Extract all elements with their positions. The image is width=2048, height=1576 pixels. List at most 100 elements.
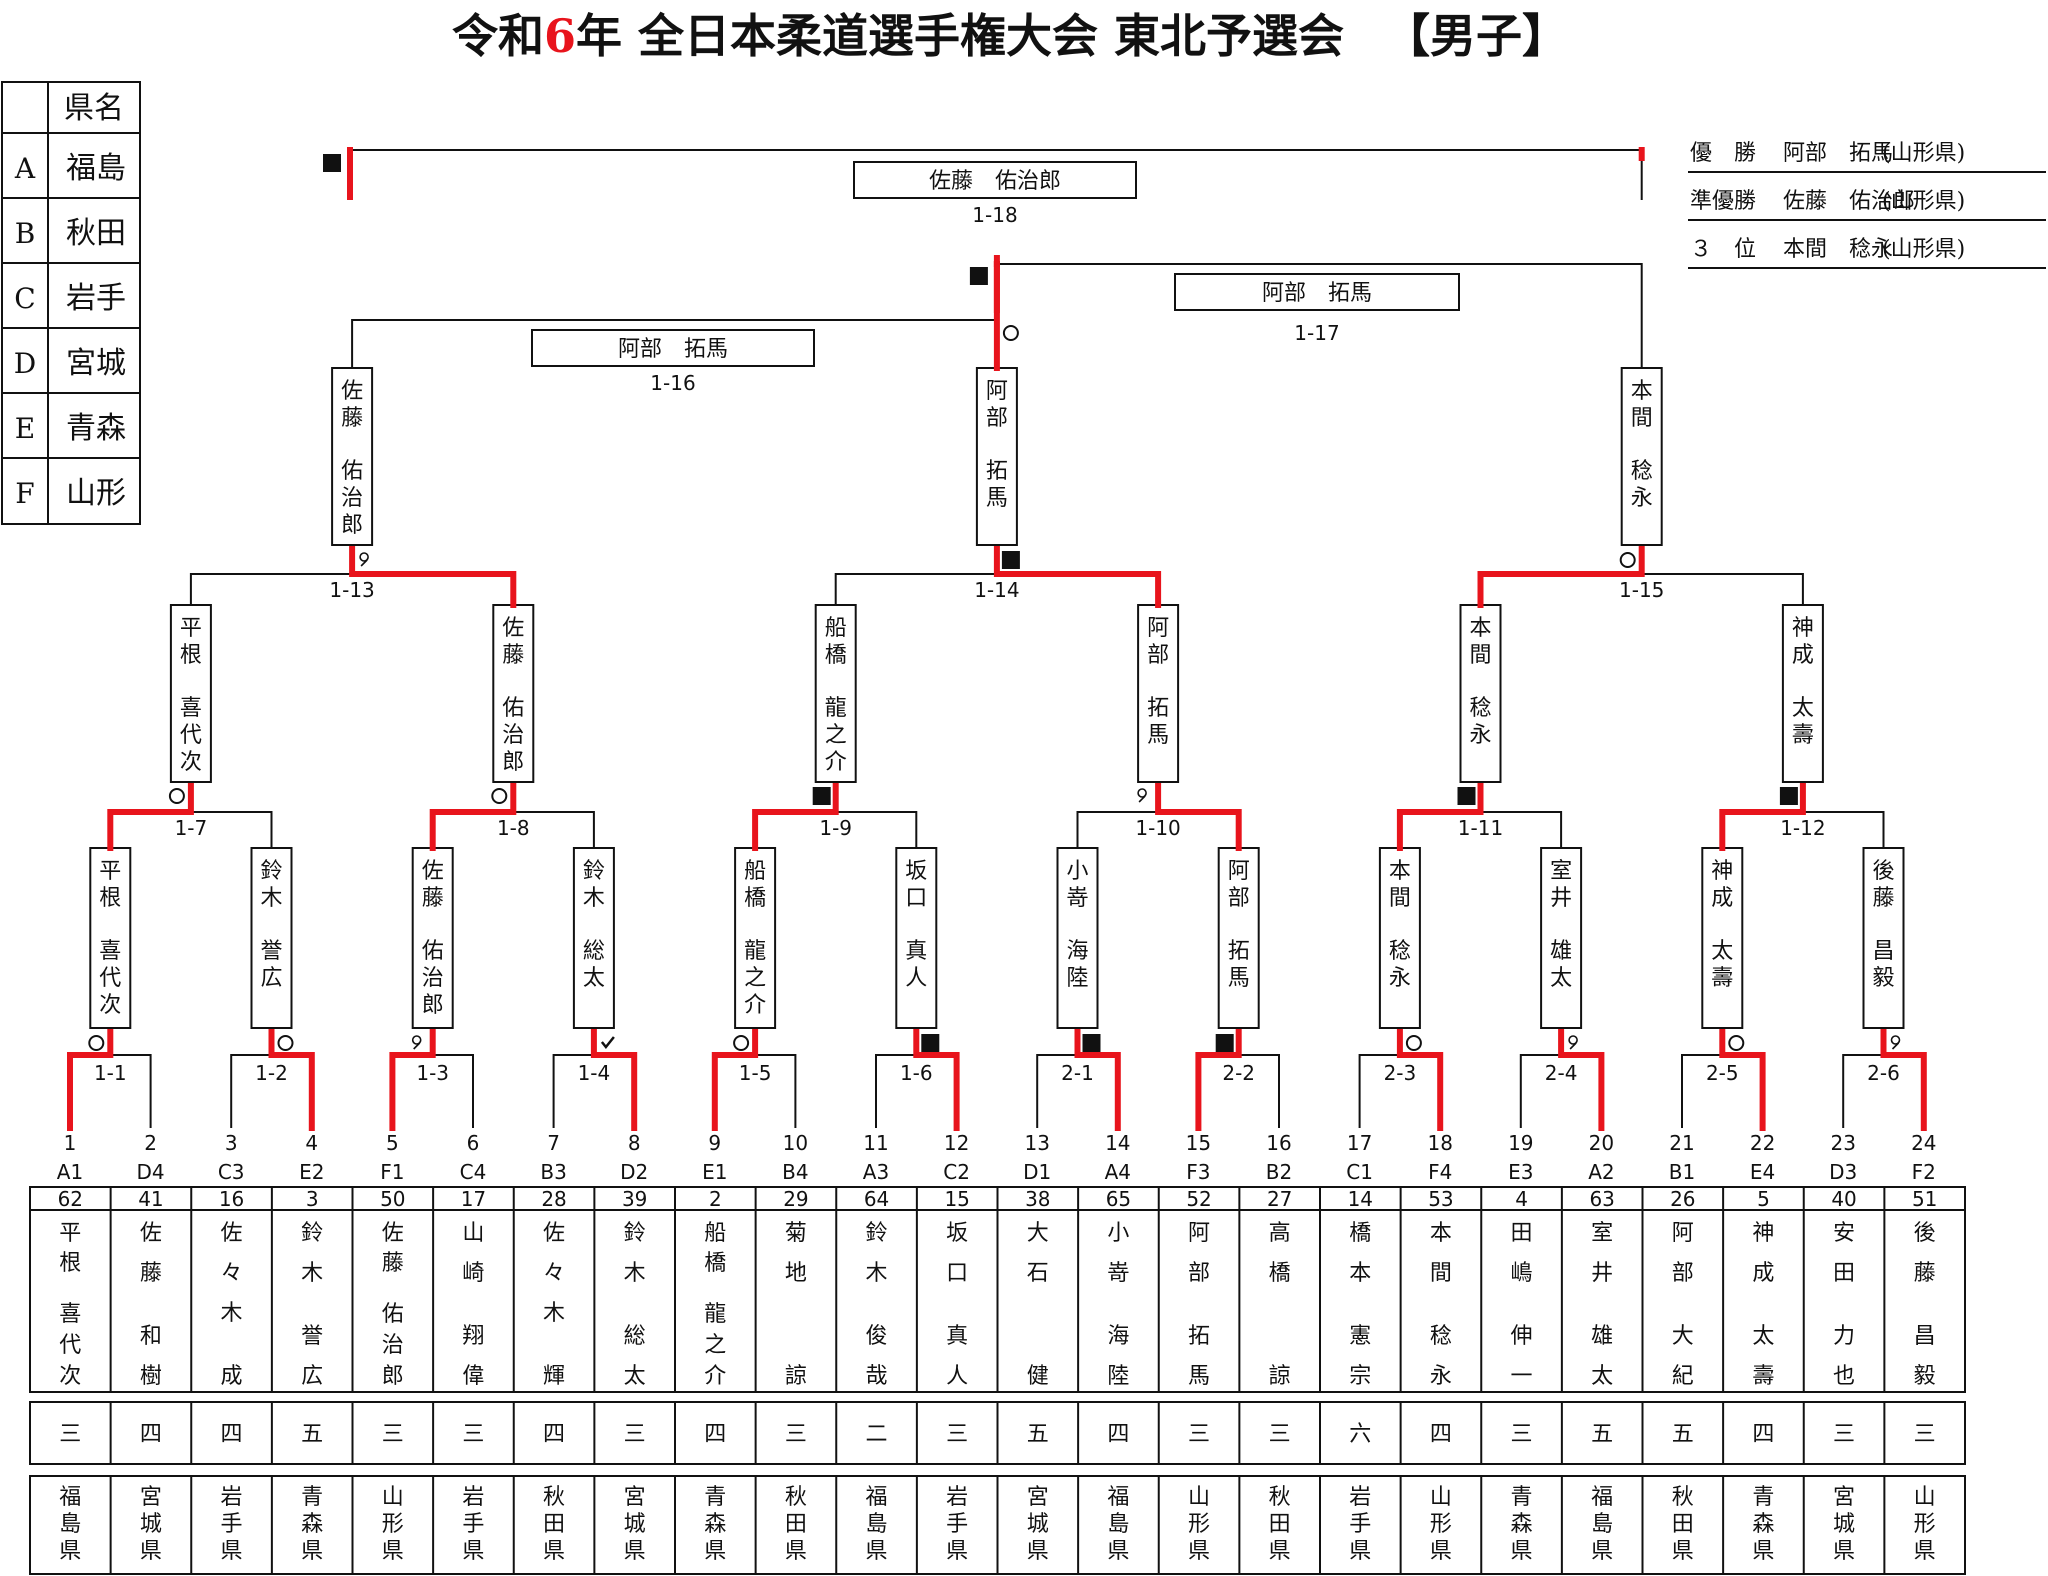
competitor-pref-char: 県 xyxy=(1430,1539,1452,1564)
competitor-pref-char: 島 xyxy=(59,1512,81,1537)
slot-number: 11 xyxy=(863,1131,888,1155)
competitor-name-char: 山 xyxy=(462,1221,484,1246)
result-pref: (山形県) xyxy=(1882,189,1965,214)
result-label: ３ 位 xyxy=(1690,237,1756,262)
competitor-pref-char: 島 xyxy=(1591,1512,1613,1537)
winner-name-char: 佐 xyxy=(422,859,444,884)
slot-seed: F3 xyxy=(1186,1160,1210,1184)
slot-seed: E3 xyxy=(1508,1160,1533,1184)
bracket-line xyxy=(230,1054,272,1128)
competitor-pref-char: 宮 xyxy=(1027,1485,1049,1510)
competitor-name-char: 鈴 xyxy=(624,1221,646,1246)
competitor-pref-char: 形 xyxy=(1430,1512,1452,1537)
competitor-dan: 三 xyxy=(1269,1422,1291,1447)
bracket-line xyxy=(1519,1054,1562,1128)
competitor-number: 39 xyxy=(622,1187,647,1211)
winner-name-char: 治 xyxy=(502,723,524,748)
winner-path xyxy=(590,1025,638,1131)
slot-seed: C2 xyxy=(943,1160,970,1184)
slot-number: 4 xyxy=(305,1131,318,1155)
win-mark-ippon xyxy=(1002,325,1019,341)
winner-name-char: 龍 xyxy=(744,939,766,964)
match-id: 1-13 xyxy=(329,578,374,602)
winner-path xyxy=(268,1025,315,1131)
competitor-number: 41 xyxy=(138,1187,163,1211)
slot-number: 13 xyxy=(1024,1131,1049,1155)
win-mark-fusen xyxy=(921,1034,940,1052)
competitor-number: 51 xyxy=(1912,1187,1937,1211)
competitor-name-char: 代 xyxy=(59,1333,81,1358)
competitor-pref-char: 秋 xyxy=(785,1485,807,1510)
slot-seed: C3 xyxy=(218,1160,245,1184)
results-summary: 優 勝阿部 拓馬(山形県)準優勝佐藤 佑治郎(山形県)３ 位本間 稔永(山形県) xyxy=(1688,141,2046,269)
bracket-line xyxy=(1076,811,1159,848)
winner-name-char: 井 xyxy=(1550,886,1572,911)
competitor-name-char: 太 xyxy=(624,1364,646,1389)
winner-name-char: 陸 xyxy=(1066,966,1088,991)
winner-name-char: 神 xyxy=(1711,859,1733,884)
competitor-dan: 三 xyxy=(1833,1422,1855,1447)
competitor-name-char: 雄 xyxy=(1591,1324,1613,1349)
competitor-name-char: 高 xyxy=(1269,1221,1291,1246)
competitor-dan: 六 xyxy=(1349,1422,1371,1447)
winner-path xyxy=(913,1025,960,1131)
match-id: 1-11 xyxy=(1458,816,1503,840)
winner-name-char: 治 xyxy=(422,966,444,991)
competitor-number: 50 xyxy=(380,1187,405,1211)
competitor-pref-char: 県 xyxy=(1269,1539,1291,1564)
winner-name-char: 馬 xyxy=(986,486,1008,511)
winner-box xyxy=(814,604,857,783)
match-id: 2-6 xyxy=(1867,1061,1900,1085)
bracket-line xyxy=(835,811,918,848)
competitor-pref-char: 県 xyxy=(1833,1539,1855,1564)
winner-name-char: 次 xyxy=(99,993,121,1018)
bracket-line xyxy=(875,1054,917,1128)
winner-name-char: 壽 xyxy=(1792,723,1814,748)
competitor-pref-char: 森 xyxy=(1752,1512,1774,1537)
competitor-pref-char: 山 xyxy=(382,1485,404,1510)
win-mark-fusen xyxy=(1779,787,1798,805)
competitor-name-char: 室 xyxy=(1591,1221,1613,1246)
bracket-line xyxy=(996,263,1643,368)
bracket-line xyxy=(834,573,997,605)
slot-number: 9 xyxy=(708,1131,721,1155)
result-name: 阿部 拓馬 xyxy=(1783,141,1893,166)
winner-name-char: 介 xyxy=(744,993,766,1018)
competitor-name-char: 力 xyxy=(1833,1324,1855,1349)
winner-path xyxy=(752,779,839,851)
competitor-pref-char: 城 xyxy=(1833,1512,1855,1537)
competitor-pref-char: 田 xyxy=(1672,1512,1694,1537)
competitor-pref-char: 手 xyxy=(462,1512,484,1537)
competitor-pref-char: 県 xyxy=(1188,1539,1210,1564)
win-mark-key xyxy=(360,559,368,567)
competitor-number: 40 xyxy=(1831,1187,1856,1211)
slot-seed: A3 xyxy=(863,1160,889,1184)
winner-name-char: 毅 xyxy=(1872,966,1894,991)
competitor-name-char: 阿 xyxy=(1188,1221,1210,1246)
winner-name-char: 本 xyxy=(1469,616,1491,641)
winner-name-char: 間 xyxy=(1469,643,1491,668)
match-id: 2-2 xyxy=(1222,1061,1255,1085)
competitor-number: 65 xyxy=(1106,1187,1131,1211)
bracket-line xyxy=(1802,811,1885,848)
competitor-name-char: 小 xyxy=(1107,1221,1129,1246)
competitor-pref-char: 県 xyxy=(1027,1539,1049,1564)
win-mark-fusen xyxy=(812,787,831,805)
competitor-dan: 二 xyxy=(866,1422,888,1447)
winner-name-char: 鈴 xyxy=(260,859,282,884)
result-pref: (山形県) xyxy=(1882,237,1965,262)
competitor-pref-char: 田 xyxy=(785,1512,807,1537)
competitor-pref-char: 県 xyxy=(140,1539,162,1564)
winner-name-char: 阿 xyxy=(1147,616,1169,641)
competitor-pref-char: 県 xyxy=(301,1539,323,1564)
winner-name-char: 橋 xyxy=(825,643,847,668)
competitor-name-char: 成 xyxy=(221,1364,243,1389)
competitor-dan: 三 xyxy=(1188,1422,1210,1447)
competitor-number: 17 xyxy=(461,1187,486,1211)
competitor-name-char: 之 xyxy=(704,1333,726,1358)
slot-number: 1 xyxy=(64,1131,77,1155)
legend-name: 福島 xyxy=(66,151,126,186)
legend-name: 宮城 xyxy=(66,346,126,381)
bracket-line xyxy=(110,1054,152,1128)
